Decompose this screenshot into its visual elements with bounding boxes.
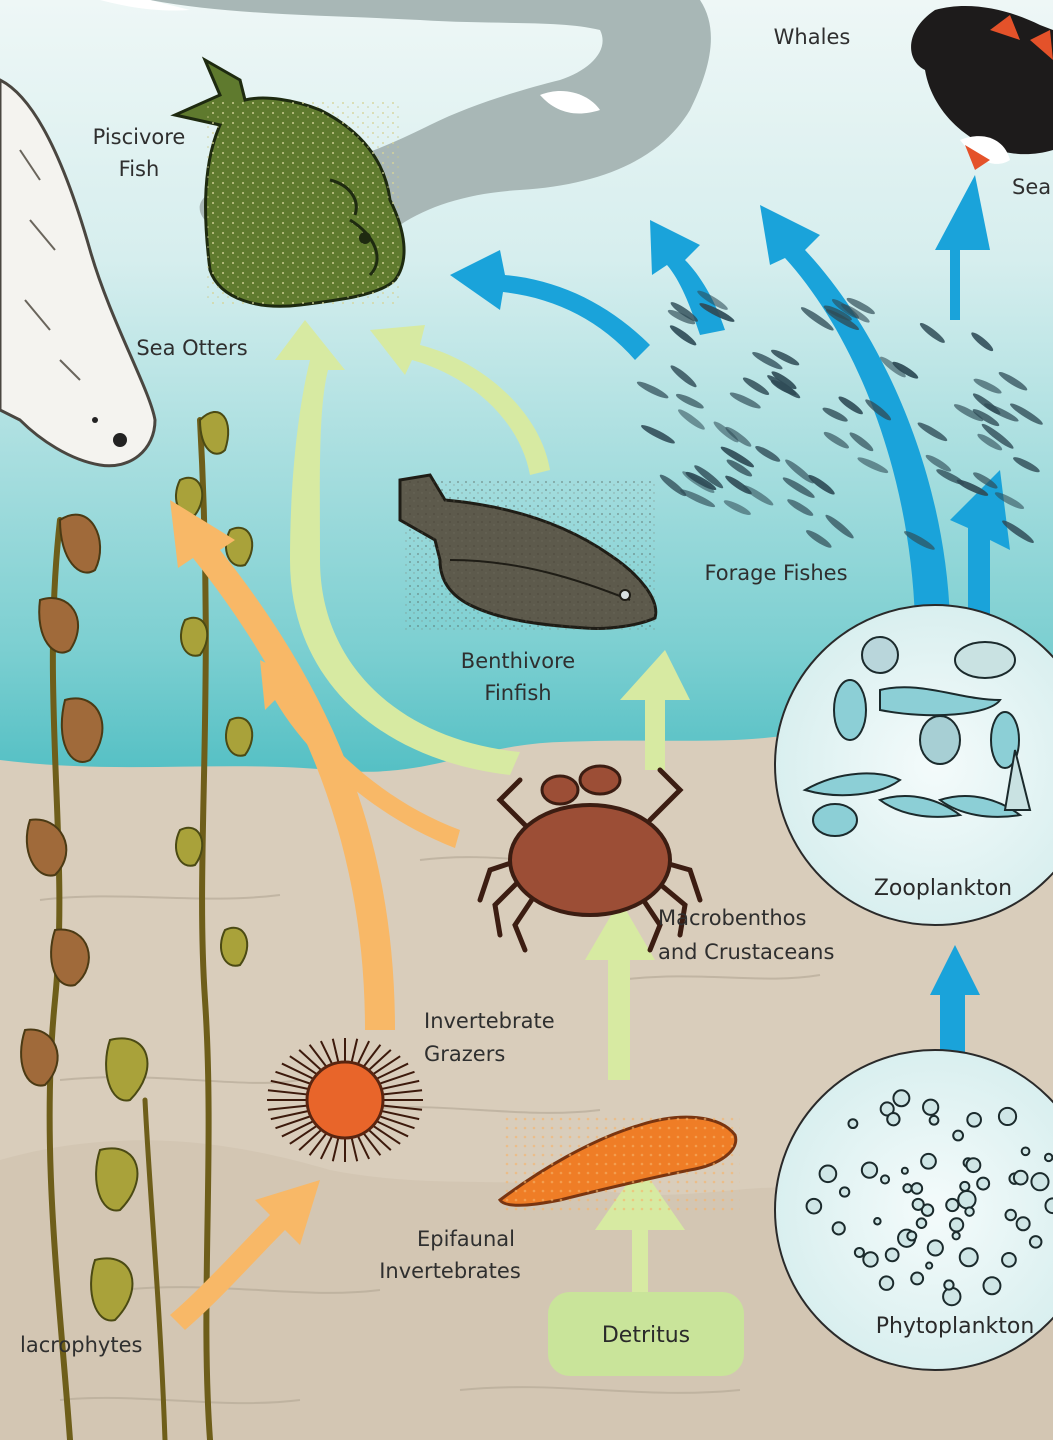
phytoplankton-cell (1005, 1210, 1015, 1220)
phytoplankton-cell (928, 1240, 943, 1255)
phytoplankton-cell (977, 1178, 989, 1190)
phytoplankton-cell (960, 1182, 969, 1191)
phytoplankton-cell (880, 1276, 893, 1289)
macrophytes-label: lacrophytes (20, 1333, 142, 1357)
benthivore-flatfish-icon (400, 475, 656, 630)
phytoplankton-cell (848, 1119, 857, 1128)
phytoplankton-cell (930, 1116, 939, 1125)
phytoplankton-cell (944, 1280, 953, 1289)
phytoplankton-cell (807, 1199, 822, 1214)
phytoplankton-cell (950, 1218, 963, 1231)
phytoplankton-cell (1002, 1253, 1016, 1267)
detritus-label: Detritus (602, 1323, 690, 1348)
phytoplankton-cell (902, 1168, 908, 1174)
phytoplankton-cell (966, 1158, 980, 1172)
phytoplankton-cell (953, 1131, 963, 1141)
phytoplankton-cell (893, 1090, 909, 1106)
phytoplankton-cell (958, 1191, 975, 1208)
phytoplankton-cell (1014, 1171, 1028, 1185)
macrobenthos-label-line1: Macrobenthos (658, 906, 806, 930)
zooplankton-label: Zooplankton (874, 876, 1012, 901)
phytoplankton-cell (983, 1277, 1000, 1294)
phytoplankton-cell (967, 1113, 981, 1127)
phytoplankton-cell (1022, 1147, 1030, 1155)
phytoplankton-cell (886, 1248, 899, 1261)
phytoplankton-cell (820, 1166, 837, 1183)
phytoplankton-cell (862, 1162, 877, 1177)
phytoplankton-cell (863, 1252, 877, 1266)
phytoplankton-cell (903, 1184, 911, 1192)
phytoplankton-cell (1031, 1173, 1048, 1190)
phytoplankton-cell (926, 1263, 932, 1269)
phytoplankton-cell (1045, 1154, 1052, 1161)
phytoplankton-cell (911, 1272, 923, 1284)
macrobenthos-label-line2: and Crustaceans (658, 940, 834, 964)
phytoplankton-cell (913, 1199, 924, 1210)
piscivore-fish-label-line2: Fish (119, 157, 160, 181)
piscivore-fish-label-line1: Piscivore (93, 125, 186, 149)
phytoplankton-cell (912, 1183, 923, 1194)
phytoplankton-cell (960, 1248, 978, 1266)
phytoplankton-cell (946, 1199, 958, 1211)
phytoplankton-cell (1030, 1236, 1042, 1248)
phytoplankton-cell (921, 1154, 936, 1169)
sea-cucumber-icon (500, 1112, 740, 1212)
sea-otters-label: Sea Otters (136, 336, 247, 360)
benthivore-label-line2: Finfish (484, 681, 551, 705)
seabirds-label: Sea (1012, 175, 1051, 199)
phytoplankton-label: Phytoplankton (876, 1314, 1035, 1339)
benthivore-label-line1: Benthivore (461, 649, 575, 673)
epifaunal-label-line1: Epifaunal (417, 1227, 515, 1251)
sea-urchin-icon (267, 1038, 423, 1162)
forage-fishes-label: Forage Fishes (704, 561, 847, 585)
phytoplankton-cell (907, 1231, 916, 1240)
phytoplankton-cell (881, 1175, 889, 1183)
phytoplankton-cell (887, 1113, 899, 1125)
phytoplankton-cell (874, 1218, 880, 1224)
phytoplankton-cell (833, 1222, 845, 1234)
phytoplankton-cell (1017, 1217, 1030, 1230)
phytoplankton-cell (855, 1248, 864, 1257)
phytoplankton-cell (953, 1232, 960, 1239)
invertebrate-grazers-label-line1: Invertebrate (424, 1009, 555, 1033)
invertebrate-grazers-label-line2: Grazers (424, 1042, 505, 1066)
phytoplankton-cell (999, 1108, 1016, 1125)
phytoplankton-cell (1045, 1198, 1053, 1213)
phytoplankton-cell (840, 1187, 849, 1196)
phytoplankton-cell (917, 1218, 927, 1228)
phytoplankton-cell (923, 1100, 938, 1115)
detritus-box: Detritus (548, 1292, 744, 1376)
phytoplankton-cell (965, 1207, 974, 1216)
epifaunal-label-line2: Invertebrates (379, 1259, 521, 1283)
phytoplankton-cell (943, 1288, 960, 1305)
whales-label: Whales (774, 25, 851, 49)
